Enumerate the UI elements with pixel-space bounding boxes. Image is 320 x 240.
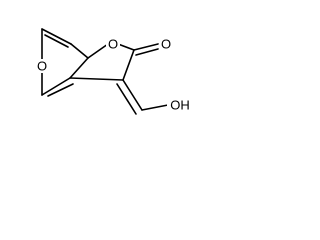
bond-exocyclic-1 [122,79,143,111]
bond-c3-c3a [69,77,124,81]
atom-label-carbonyl-oxygen: O [161,37,171,52]
bond-c4-c3a-double [47,83,74,97]
bond-c5-c6 [41,28,72,45]
bond-c5-c6-double [44,34,69,48]
atom-label-lactone-oxygen: O [108,37,118,52]
bond-exocyclic-2 [116,83,137,115]
molecule-drawing: O O O OH [35,28,191,115]
bond-c7-o-lactone [87,43,109,59]
chemical-structure-diagram: O O O OH [0,0,257,135]
bond-fusion [69,57,89,79]
bond-c6-c7 [70,43,89,59]
bond-o-lactone-c2 [117,43,135,51]
bond-ch-oh [141,104,169,111]
bond-c2-c3 [122,49,135,81]
bond-carbonyl-2 [135,48,159,56]
atom-label-hydroxyl: OH [170,98,190,113]
atom-label-furan-oxygen: O [37,59,47,74]
bond-carbonyl-1 [133,43,159,51]
bond-c4-c3a [41,77,71,96]
